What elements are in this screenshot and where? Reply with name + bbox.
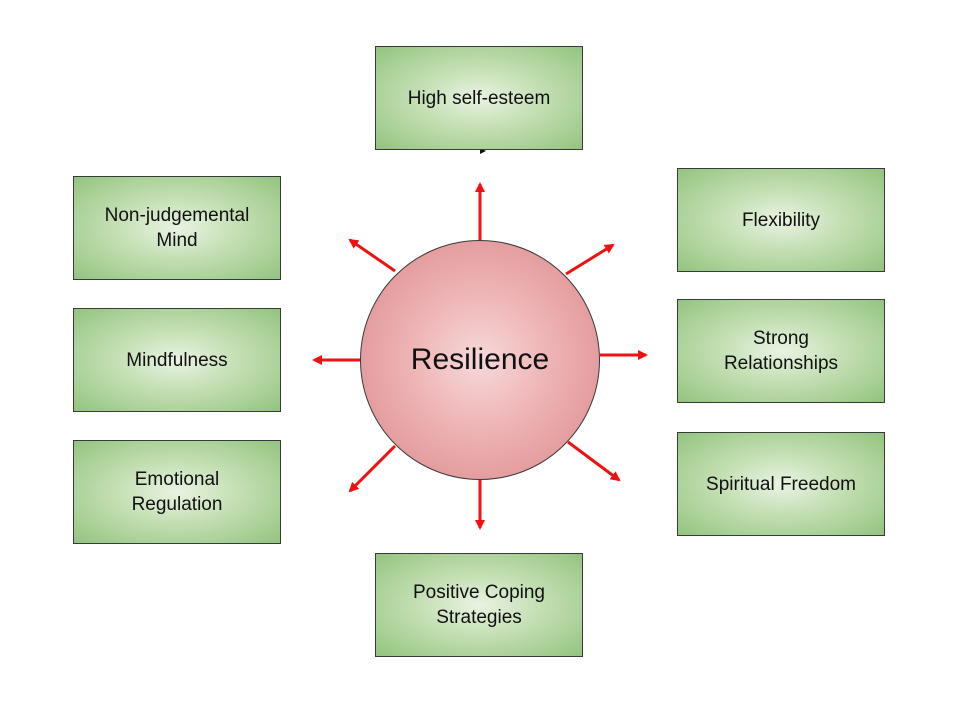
arrow-up-right [565,243,615,276]
box-high-self-esteem: High self-esteem [375,46,583,150]
arrow-up-left [348,238,396,273]
box-emotional-regulation: Emotional Regulation [73,440,281,544]
box-spiritual-freedom: Spiritual Freedom [677,432,885,536]
box-emotional-regulation-label: Emotional Regulation [131,469,223,515]
box-non-judgemental-mind-label: Non-judgemental Mind [104,205,250,251]
box-mindfulness: Mindfulness [73,308,281,412]
arrow-down-right [567,440,621,482]
box-high-self-esteem-label: High self-esteem [407,87,551,109]
box-strong-relationships-label: Strong Relationships [723,328,839,374]
box-spiritual-freedom-label: Spiritual Freedom [706,473,856,495]
box-flexibility: Flexibility [677,168,885,272]
box-positive-coping-strategies: Positive Coping Strategies [375,553,583,657]
box-positive-coping-strategies-label: Positive Coping Strategies [412,582,546,628]
arrow-down-left [348,444,397,493]
resilience-label: Resilience [410,343,550,376]
box-non-judgemental-mind: Non-judgemental Mind [73,176,281,280]
resilience-circle: Resilience [360,240,600,480]
box-strong-relationships: Strong Relationships [677,299,885,403]
box-flexibility-label: Flexibility [741,209,821,231]
box-mindfulness-label: Mindfulness [126,349,228,371]
